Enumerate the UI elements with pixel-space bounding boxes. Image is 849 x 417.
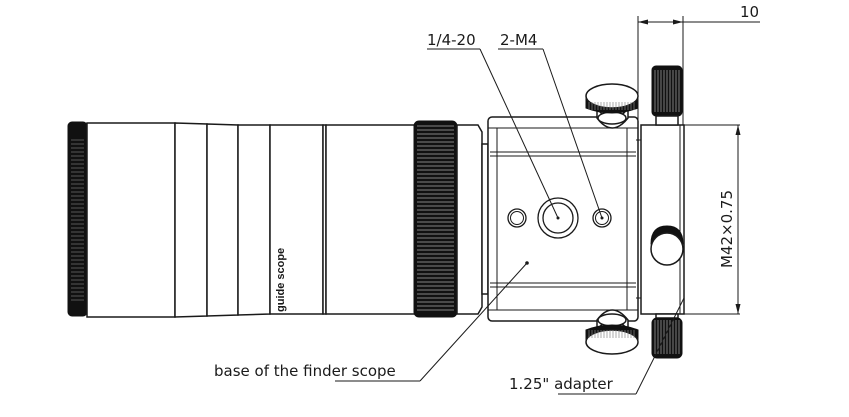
dimension-thread-label: M42×0.75 — [718, 190, 736, 268]
m4-hole-left — [507, 208, 527, 228]
barrel-marking: guide scope — [275, 248, 287, 312]
leader-quarter-twenty — [427, 48, 560, 220]
adapter-bottom-screw — [651, 313, 683, 359]
top-thumbscrew — [585, 83, 639, 129]
leader-base — [335, 261, 529, 382]
quarter-twenty-hole — [537, 197, 579, 239]
adapter-side-knob — [650, 225, 684, 266]
focus-knurled-ring — [413, 120, 458, 318]
mounting-holes — [507, 197, 612, 239]
dimension-thread — [735, 125, 741, 314]
step-ring — [481, 143, 489, 295]
dimension-width-label: 10 — [740, 3, 759, 21]
leader-two-m4 — [498, 48, 604, 220]
bottom-thumbscrew — [585, 309, 639, 355]
adapter-body — [636, 124, 740, 315]
main-tube — [86, 122, 416, 318]
rear-collar — [456, 124, 483, 315]
label-base: base of the finder scope — [214, 362, 396, 380]
label-quarter-twenty: 1/4-20 — [427, 31, 476, 49]
m4-hole-right — [592, 208, 612, 228]
label-adapter: 1.25" adapter — [509, 375, 614, 393]
adapter-top-screw — [651, 65, 683, 126]
front-knurled-ring — [67, 121, 88, 317]
label-two-m4: 2-M4 — [500, 31, 537, 49]
finder-scope-base — [487, 116, 639, 322]
dimension-width — [637, 16, 760, 125]
leader-adapter — [558, 297, 685, 395]
